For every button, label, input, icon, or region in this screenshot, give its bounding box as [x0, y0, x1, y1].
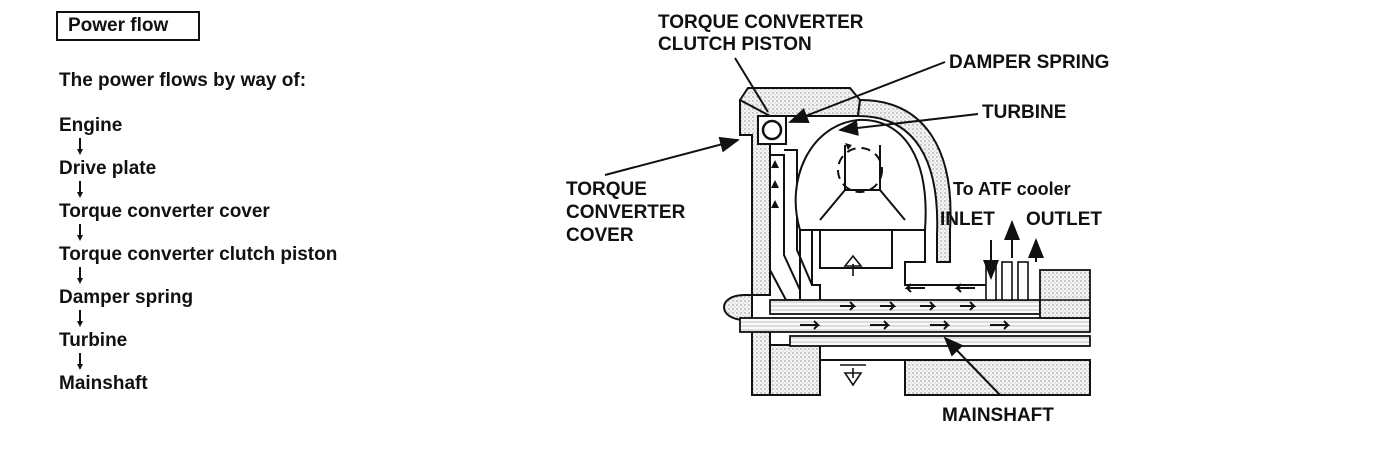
flow-step-drive-plate: Drive plate: [59, 158, 157, 179]
atf-cooler-ports: [983, 220, 1044, 301]
power-flow-title: Power flow: [56, 11, 200, 41]
flow-step-engine: Engine: [59, 115, 123, 136]
leader-lines: [604, 57, 1001, 396]
power-flow-list: Engine Drive plate Torque converter cove…: [59, 113, 337, 396]
label-mainshaft: MAINSHAFT: [942, 405, 1054, 426]
down-arrow-icon: [59, 267, 89, 285]
leader-damper-spring: [788, 61, 946, 123]
label-clutch-piston-2: CLUTCH PISTON: [658, 34, 812, 55]
down-arrow-icon: [59, 138, 89, 156]
label-cover-2: CONVERTER: [566, 202, 686, 223]
label-outlet: OUTLET: [1026, 209, 1102, 230]
down-arrow-icon: [59, 353, 89, 371]
converter-cover-shape: [723, 87, 1091, 396]
label-cover-3: COVER: [566, 225, 634, 246]
label-clutch-piston-1: TORQUE CONVERTER: [658, 12, 864, 33]
flow-step-converter-cover: Torque converter cover: [59, 201, 270, 222]
label-damper-spring: DAMPER SPRING: [949, 52, 1110, 73]
intro-text: The power flows by way of:: [59, 70, 307, 91]
label-atf-cooler: To ATF cooler: [953, 179, 1071, 199]
damper-spring-shape: [757, 115, 787, 145]
leader-clutch-piston: [734, 57, 769, 113]
label-inlet: INLET: [940, 209, 995, 230]
label-cover-1: TORQUE: [566, 179, 647, 200]
down-arrow-icon: [59, 310, 89, 328]
flow-step-mainshaft: Mainshaft: [59, 373, 148, 394]
leader-cover: [604, 136, 740, 176]
mainshaft-shape: [739, 269, 1091, 387]
flow-step-turbine: Turbine: [59, 330, 128, 351]
label-turbine: TURBINE: [982, 102, 1067, 123]
flow-step-damper-spring: Damper spring: [59, 287, 194, 308]
flow-step-clutch-piston: Torque converter clutch piston: [59, 244, 338, 265]
down-arrow-icon: [59, 224, 89, 242]
leader-mainshaft: [943, 336, 1001, 396]
down-arrow-icon: [59, 181, 89, 199]
leader-turbine: [838, 113, 979, 136]
